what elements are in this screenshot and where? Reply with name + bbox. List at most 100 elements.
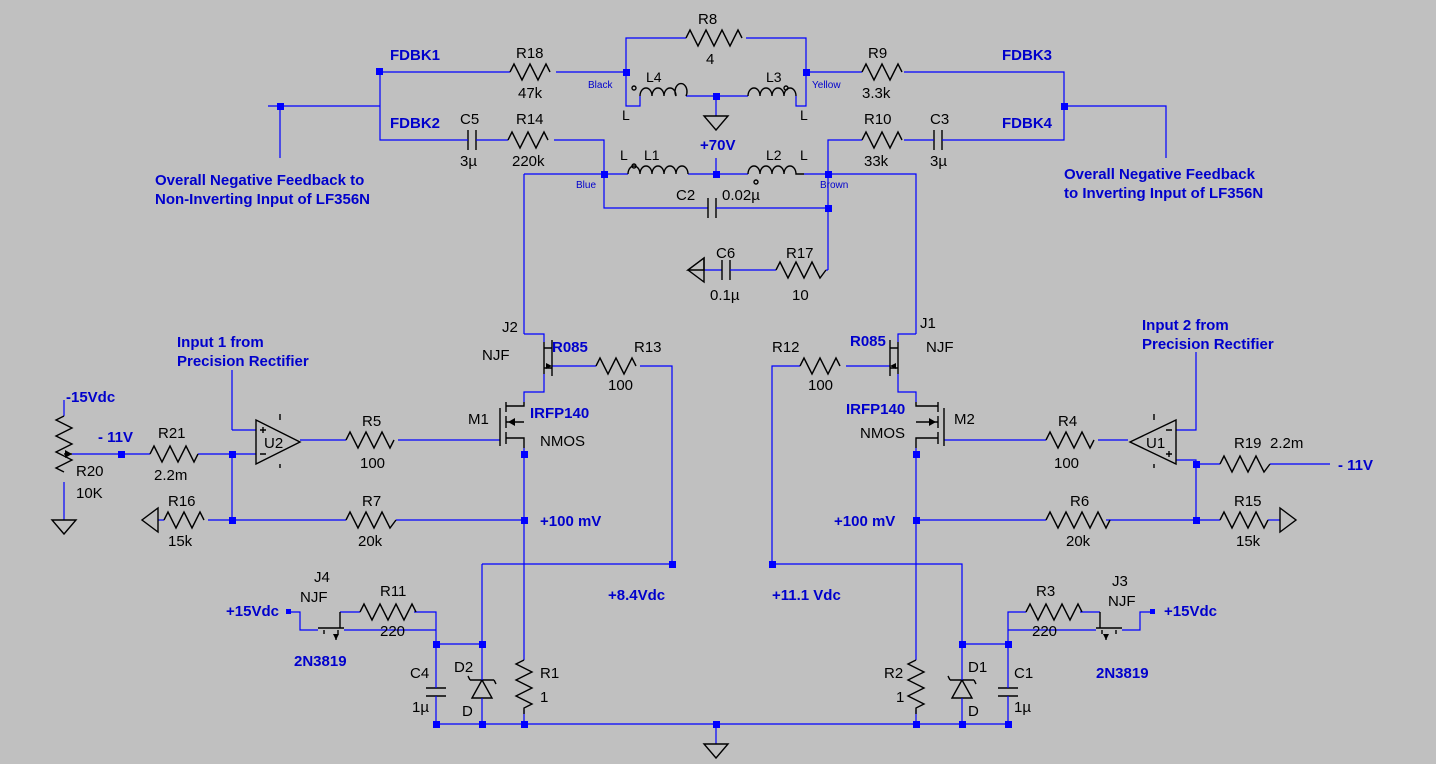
label-m1: M1 <box>468 411 489 428</box>
resistor-r4 <box>1045 430 1095 450</box>
label-r16: R16 <box>168 493 196 510</box>
value-r10: 33k <box>864 153 889 170</box>
label-u2: U2 <box>264 435 283 452</box>
value-r19: 2.2m <box>1270 435 1303 452</box>
label-l3: L3 <box>766 69 782 85</box>
label-r10: R10 <box>864 111 892 128</box>
resistor-r6 <box>1045 510 1111 530</box>
label-c1: C1 <box>1014 665 1033 682</box>
label-j3: J3 <box>1112 573 1128 590</box>
value-r6: 20k <box>1066 533 1091 550</box>
inductor-l4 <box>639 82 688 97</box>
label-r17: R17 <box>786 245 814 262</box>
resistor-r7 <box>345 510 397 530</box>
ground-icon <box>686 256 705 284</box>
model-j2: R085 <box>552 339 588 356</box>
value-j1: NJF <box>926 339 954 356</box>
value-d1: D <box>968 703 979 720</box>
net-70v: +70V <box>700 137 735 154</box>
inductor-l2 <box>747 165 804 175</box>
resistors <box>54 28 1271 714</box>
value-l3: L <box>800 107 808 123</box>
resistor-r14 <box>507 130 549 150</box>
value-r2: 1 <box>896 689 904 706</box>
label-r4: R4 <box>1058 413 1077 430</box>
resistor-r1 <box>514 659 534 714</box>
model-m2: IRFP140 <box>846 401 905 418</box>
resistor-r10 <box>861 130 903 150</box>
ground-icon <box>1279 506 1298 534</box>
model-j3: 2N3819 <box>1096 665 1149 682</box>
value-r21: 2.2m <box>154 467 187 484</box>
label-m2: M2 <box>954 411 975 428</box>
junctions <box>118 68 1200 728</box>
label-r8: R8 <box>698 11 717 28</box>
mosfet-m1-symbol <box>499 402 525 448</box>
value-m2: NMOS <box>860 425 905 442</box>
label-r20: R20 <box>76 463 104 480</box>
resistor-r9 <box>861 62 903 82</box>
ground-icon <box>50 519 78 536</box>
ground-icon <box>702 743 730 760</box>
label-l4: L4 <box>646 69 662 85</box>
resistor-r19 <box>1219 454 1271 474</box>
net-neg11-right: - 11V <box>1338 457 1373 474</box>
value-j2: NJF <box>482 347 510 364</box>
diodes <box>467 644 977 704</box>
value-r18: 47k <box>518 85 543 102</box>
resistor-r3 <box>1025 602 1083 622</box>
value-r16: 15k <box>168 533 193 550</box>
net-yellow: Yellow <box>812 80 841 91</box>
value-c5: 3µ <box>460 153 477 170</box>
label-r7: R7 <box>362 493 381 510</box>
net-11v1: +11.1 Vdc <box>772 587 841 604</box>
label-c4: C4 <box>410 665 429 682</box>
value-r14: 220k <box>512 153 545 170</box>
dot-l2 <box>753 179 759 185</box>
net-fdbk1: FDBK1 <box>390 47 440 64</box>
model-m1: IRFP140 <box>530 405 589 422</box>
resistor-r21 <box>149 444 199 464</box>
jfet-j3-symbol <box>1096 612 1122 640</box>
resistor-r11 <box>359 602 417 622</box>
potentiometer-r20 <box>54 415 74 473</box>
wires <box>63 37 1330 744</box>
capacitors <box>426 130 1018 700</box>
inductor-l1 <box>627 165 689 175</box>
label-c6: C6 <box>716 245 735 262</box>
dot-l4 <box>631 85 637 91</box>
label-r3: R3 <box>1036 583 1055 600</box>
net-neg11-left: - 11V <box>98 429 133 446</box>
net-100mv-right: +100 mV <box>834 513 895 530</box>
net-15v-left: +15Vdc <box>226 603 279 620</box>
value-l2: L <box>800 147 808 163</box>
note-input2-1: Input 2 from <box>1142 317 1229 334</box>
value-r7: 20k <box>358 533 383 550</box>
net-brown: Brown <box>820 180 848 191</box>
note-input1-2: Precision Rectifier <box>177 353 309 370</box>
note-input1-1: Input 1 from <box>177 334 264 351</box>
capacitor-c3 <box>933 130 943 150</box>
capacitor-c5 <box>467 130 477 150</box>
label-r5: R5 <box>362 413 381 430</box>
inductor-l3 <box>747 87 797 97</box>
label-r19: R19 <box>1234 435 1262 452</box>
resistor-r2 <box>906 659 926 714</box>
label-j2: J2 <box>502 319 518 336</box>
note-right-feedback-2: to Inverting Input of LF356N <box>1064 185 1263 202</box>
resistor-r15 <box>1219 510 1269 530</box>
value-c4: 1µ <box>412 699 429 716</box>
label-r2: R2 <box>884 665 903 682</box>
dot-l3 <box>783 85 789 91</box>
net-fdbk3: FDBK3 <box>1002 47 1052 64</box>
value-m1: NMOS <box>540 433 585 450</box>
label-l1: L1 <box>644 147 660 163</box>
label-l2: L2 <box>766 147 782 163</box>
mosfet-m2-symbol <box>915 402 945 448</box>
dot-l1 <box>631 163 637 169</box>
net-fdbk4: FDBK4 <box>1002 115 1053 132</box>
value-j4: NJF <box>300 589 328 606</box>
value-j3: NJF <box>1108 593 1136 610</box>
value-r11: 220 <box>380 623 405 640</box>
